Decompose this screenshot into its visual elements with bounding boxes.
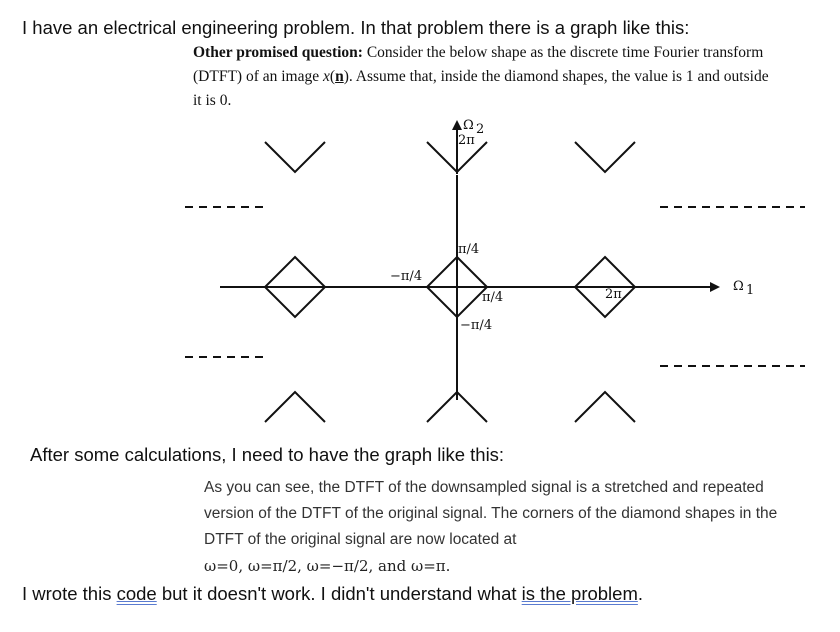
omega2-axis-label: Ω <box>463 118 474 133</box>
center-diamond <box>425 255 489 319</box>
quote-bold-prefix: Other promised question: <box>193 44 363 61</box>
math-close-paren: ) <box>343 68 349 85</box>
top-left-v-shape <box>264 141 326 174</box>
center-bottom-neg-pi4-label: −π/4 <box>460 318 492 333</box>
omega1-axis-subscript: 1 <box>746 283 754 298</box>
final-prefix: I wrote this <box>22 583 117 604</box>
final-suffix: . <box>637 583 644 604</box>
math-open-paren: ( <box>329 68 336 85</box>
dtft-diagram: Ω 2 2π π/4 −π/4 π/4 −π/4 2π Ω 1 <box>185 118 805 423</box>
omega1-axis-arrowhead <box>710 282 720 292</box>
omega2-axis-subscript: 2 <box>476 122 484 137</box>
center-left-neg-pi4-label: −π/4 <box>390 269 422 284</box>
code-link[interactable]: code <box>116 583 157 604</box>
omega1-axis-label: Ω <box>733 279 744 294</box>
center-top-pi4-label: π/4 <box>458 242 479 257</box>
dtft-figure: Ω 2 2π π/4 −π/4 π/4 −π/4 2π Ω 1 <box>180 110 810 430</box>
omega2-axis-arrowhead <box>452 120 462 130</box>
quote-text-1: Consider the below shape as the discrete… <box>193 44 764 85</box>
right-diamond <box>573 255 637 319</box>
explanation-math: ω=0, ω=π/2, ω=−π/2, and ω=π. <box>204 557 451 575</box>
explanation-text: As you can see, the DTFT of the downsamp… <box>204 479 778 548</box>
after-text: After some calculations, I need to have … <box>30 444 505 465</box>
bottom-left-caret-shape <box>264 390 326 423</box>
omega2-two-pi-label: 2π <box>458 133 475 148</box>
problem-link[interactable]: is the problem <box>521 583 638 604</box>
final-middle: but it doesn't work. I didn't understand… <box>156 583 522 604</box>
quoted-problem: Other promised question: Consider the be… <box>193 41 773 113</box>
center-right-pi4-label: π/4 <box>482 290 503 305</box>
bottom-right-caret-shape <box>574 390 636 423</box>
quote-text-2: . Assume that, inside the diamond shapes… <box>193 68 769 109</box>
top-center-v-shape <box>426 141 488 174</box>
omega1-two-pi-label: 2π <box>605 287 622 302</box>
left-diamond <box>263 255 327 319</box>
bottom-center-caret-shape <box>426 390 488 423</box>
final-sentence: I wrote this code but it doesn't work. I… <box>22 582 643 606</box>
intro-text: I have an electrical engineering problem… <box>22 17 690 38</box>
top-right-v-shape <box>574 141 636 174</box>
math-x: x <box>323 68 330 85</box>
math-n-vector: n <box>335 68 344 85</box>
explanation-block: As you can see, the DTFT of the downsamp… <box>204 475 784 580</box>
